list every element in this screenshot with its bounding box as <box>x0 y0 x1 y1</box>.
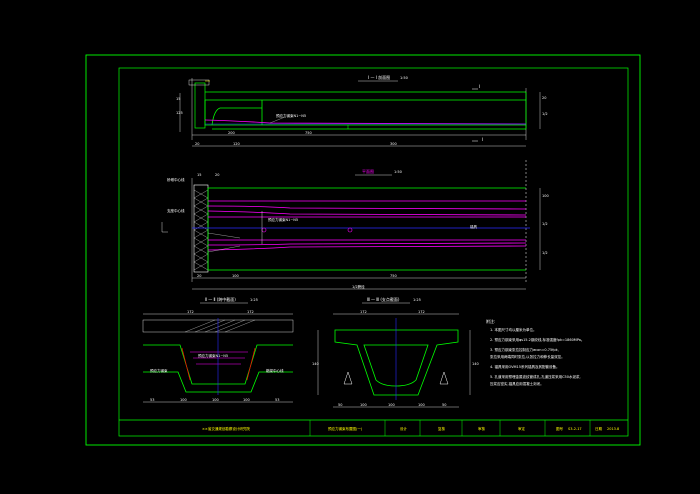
plan-right-dim-2: 1/2 <box>542 222 548 226</box>
note-item-5: 4. 锚具采用OVM15系列锚具及其配套设备。 <box>490 364 560 369</box>
inner-frame <box>118 67 629 437</box>
section-mark-bottom: I <box>482 137 483 142</box>
plan-right-dim-1: 100 <box>542 194 549 198</box>
section-left-top-dim-1: 172 <box>187 310 194 314</box>
section-right-bottom-dim-1: 50 <box>338 403 342 407</box>
section-left-bottom-dim-4: 100 <box>243 398 250 402</box>
approver-label: 审定 <box>518 426 526 431</box>
elevation-view: I — I 剖面图 1:50 预应力钢束N1~N5 15 125 200 750… <box>176 74 548 147</box>
plan-bottom-dim-2: 100 <box>232 274 239 278</box>
elev-left-dim-2: 125 <box>176 111 183 115</box>
section-left-mid-label: 预应力钢束N1~N5 <box>198 353 228 358</box>
elevation-scale: 1:50 <box>400 76 408 80</box>
elev-left-dim-1: 15 <box>176 97 180 101</box>
section-left-scale: 1:25 <box>250 298 258 302</box>
note-item-1: 1. 本图尺寸均以厘米为单位。 <box>490 327 536 332</box>
strand-elevation <box>204 119 527 125</box>
section-left-bottom-dim-3: 100 <box>212 398 219 402</box>
section-left-bottom-dim-2: 100 <box>180 398 187 402</box>
note-item-3: 3. 预应力钢束张拉控制应力σcon=0.75fpk, <box>490 347 559 352</box>
plan-title: 平面图 <box>362 168 374 174</box>
designer-label: 设计 <box>400 426 408 431</box>
section-right-bottom-dim-5: 50 <box>442 403 446 407</box>
section-right-box-outer <box>334 329 459 396</box>
elev-bottom-dim-3: 120 <box>233 142 240 146</box>
drawing-no: S3-2-17 <box>568 427 582 431</box>
title-block: ××省交通规划勘察设计研究院 预应力钢束布置图(一) 设计 复核 审核 审定 图… <box>119 419 628 436</box>
plan-overall-dim: 1/2跨径 <box>352 284 365 289</box>
section-left: Ⅱ — Ⅱ (跨中截面) 1:25 172 172 预应力钢束 箱梁中心线 预应… <box>142 296 294 403</box>
note-item-7: 压浆应密实,锚具应用混凝土封闭。 <box>490 381 544 386</box>
plan-view: 平面图 1:50 预应力钢束N1~N5 锚具 桥墩中心线 支座中心线 <box>161 160 549 290</box>
plan-top-dim-1: 15 <box>197 173 201 177</box>
pier-centerline-label: 桥墩中心线 <box>167 177 185 182</box>
elev-bottom-dim-2: 750 <box>305 131 312 135</box>
plan-scale: 1:50 <box>394 170 402 174</box>
pier-hatched-block <box>193 184 209 273</box>
section-left-side-label-2: 箱梁中心线 <box>266 368 284 373</box>
drawing-title: 预应力钢束布置图(一) <box>328 426 363 431</box>
elev-bottom-dim-1: 200 <box>228 131 235 135</box>
section-right-title: Ⅲ — Ⅲ (支点截面) <box>367 296 400 302</box>
plan-top-dim-2: 20 <box>215 173 219 177</box>
section-right-left-dim: 140 <box>312 362 319 366</box>
date-value: 2013.8 <box>607 427 619 431</box>
elev-right-dim-2: 1/2 <box>542 112 548 116</box>
checker-label: 复核 <box>438 426 446 431</box>
girder-outline-plan <box>207 187 526 271</box>
strand-label-plan: 预应力钢束N1~N5 <box>268 217 298 222</box>
plan-bottom-dim-1: 20 <box>197 274 201 278</box>
drawing-no-label: 图号 <box>556 426 564 431</box>
reviewer-label: 审核 <box>478 426 486 431</box>
pier-block-elevation <box>194 82 206 129</box>
support-centerline-label: 支座中心线 <box>167 208 185 213</box>
plan-right-dim-3: 1/2 <box>542 251 548 255</box>
note-item-4: 张拉采用两端同时张拉,以张拉力和伸长量双控。 <box>490 354 565 359</box>
section-right-right-dim: 140 <box>472 362 479 366</box>
strand-label-elevation: 预应力钢束N1~N5 <box>276 113 306 118</box>
section-right-top-dim-2: 172 <box>418 310 425 314</box>
notes-heading: 附注: <box>486 318 495 324</box>
plan-bottom-dim-3: 750 <box>390 274 397 278</box>
anchor-label: 锚具 <box>470 224 478 229</box>
section-left-bottom-dim-1: 53 <box>150 398 154 402</box>
elev-bottom-dim-4: 300 <box>390 142 397 146</box>
section-left-top-dim-2: 172 <box>247 310 254 314</box>
section-left-bottom-dim-5: 53 <box>275 398 279 402</box>
section-right-top-dim-1: 172 <box>360 310 367 314</box>
section-left-box <box>143 344 293 393</box>
strands-plan <box>207 200 527 251</box>
section-mark-top: I <box>479 84 480 89</box>
section-left-side-label-1: 预应力钢束 <box>150 368 168 373</box>
elev-right-dim-1: 20 <box>542 96 546 100</box>
section-right-bottom-dim-4: 100 <box>418 403 425 407</box>
note-item-2: 2. 预应力钢束采用φs15.2钢绞线,标准强度fpk=1860MPa。 <box>490 337 584 342</box>
section-right-bottom-dim-3: 100 <box>388 403 395 407</box>
company-name: ××省交通规划勘察设计研究院 <box>202 426 250 431</box>
section-right-bottom-dim-2: 100 <box>360 403 367 407</box>
girder-outline-elevation <box>204 91 526 130</box>
outer-frame <box>85 54 641 446</box>
section-right: Ⅲ — Ⅲ (支点截面) 1:25 172 172 140 140 50 100… <box>312 296 479 408</box>
section-left-title: Ⅱ — Ⅱ (跨中截面) <box>205 296 236 302</box>
notes-block: 附注: 1. 本图尺寸均以厘米为单位。 2. 预应力钢束采用φs15.2钢绞线,… <box>486 318 584 386</box>
note-item-6: 5. 孔道采用预埋金属波纹管成孔,孔道压浆采用C50水泥浆, <box>490 374 581 379</box>
section-right-scale: 1:25 <box>413 298 421 302</box>
elev-bottom-left-dim: 20 <box>195 142 199 146</box>
date-label: 日期 <box>595 426 603 431</box>
elevation-title: I — I 剖面图 <box>368 74 390 80</box>
